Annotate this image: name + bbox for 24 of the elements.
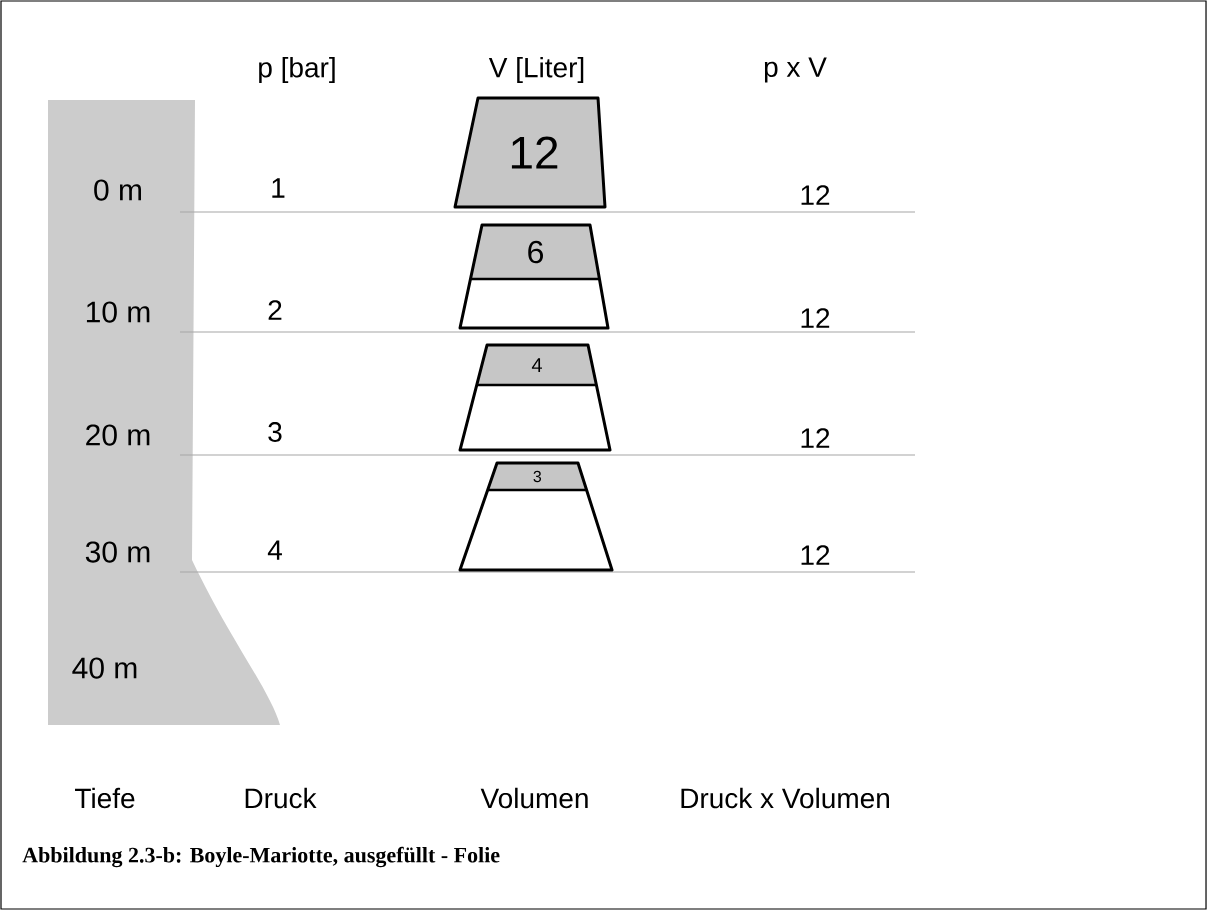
label: 10 m (86, 301, 150, 323)
label: Druck x Volumen (681, 787, 889, 809)
label: Volumen (480, 787, 588, 809)
label: 20 m (86, 424, 150, 446)
volume-trapezoid: 12 (453, 96, 607, 209)
label: p [bar] (259, 56, 335, 84)
label: 0 m (94, 179, 141, 201)
volume-trapezoid: 6 (458, 223, 610, 330)
label: 12 (801, 545, 830, 565)
label: Druck (245, 787, 317, 809)
label: 40 m (72, 657, 137, 679)
volume-trapezoid: 4 (458, 343, 612, 452)
volume-trapezoid: 3 (458, 461, 614, 572)
label: 12 (801, 185, 830, 205)
label: 12 (801, 428, 830, 448)
label: 2 (268, 300, 282, 320)
label: 3 (268, 422, 282, 442)
label: p x V (764, 57, 827, 83)
label: 4 (267, 540, 282, 560)
label: 1 (272, 178, 285, 198)
caption: Abbildung 2.3-b: Boyle-Mariotte, ausgefüllt - Folie (22, 846, 500, 868)
label: 30 m (85, 541, 150, 563)
label: Tiefe (75, 787, 135, 809)
label: 12 (801, 308, 830, 328)
